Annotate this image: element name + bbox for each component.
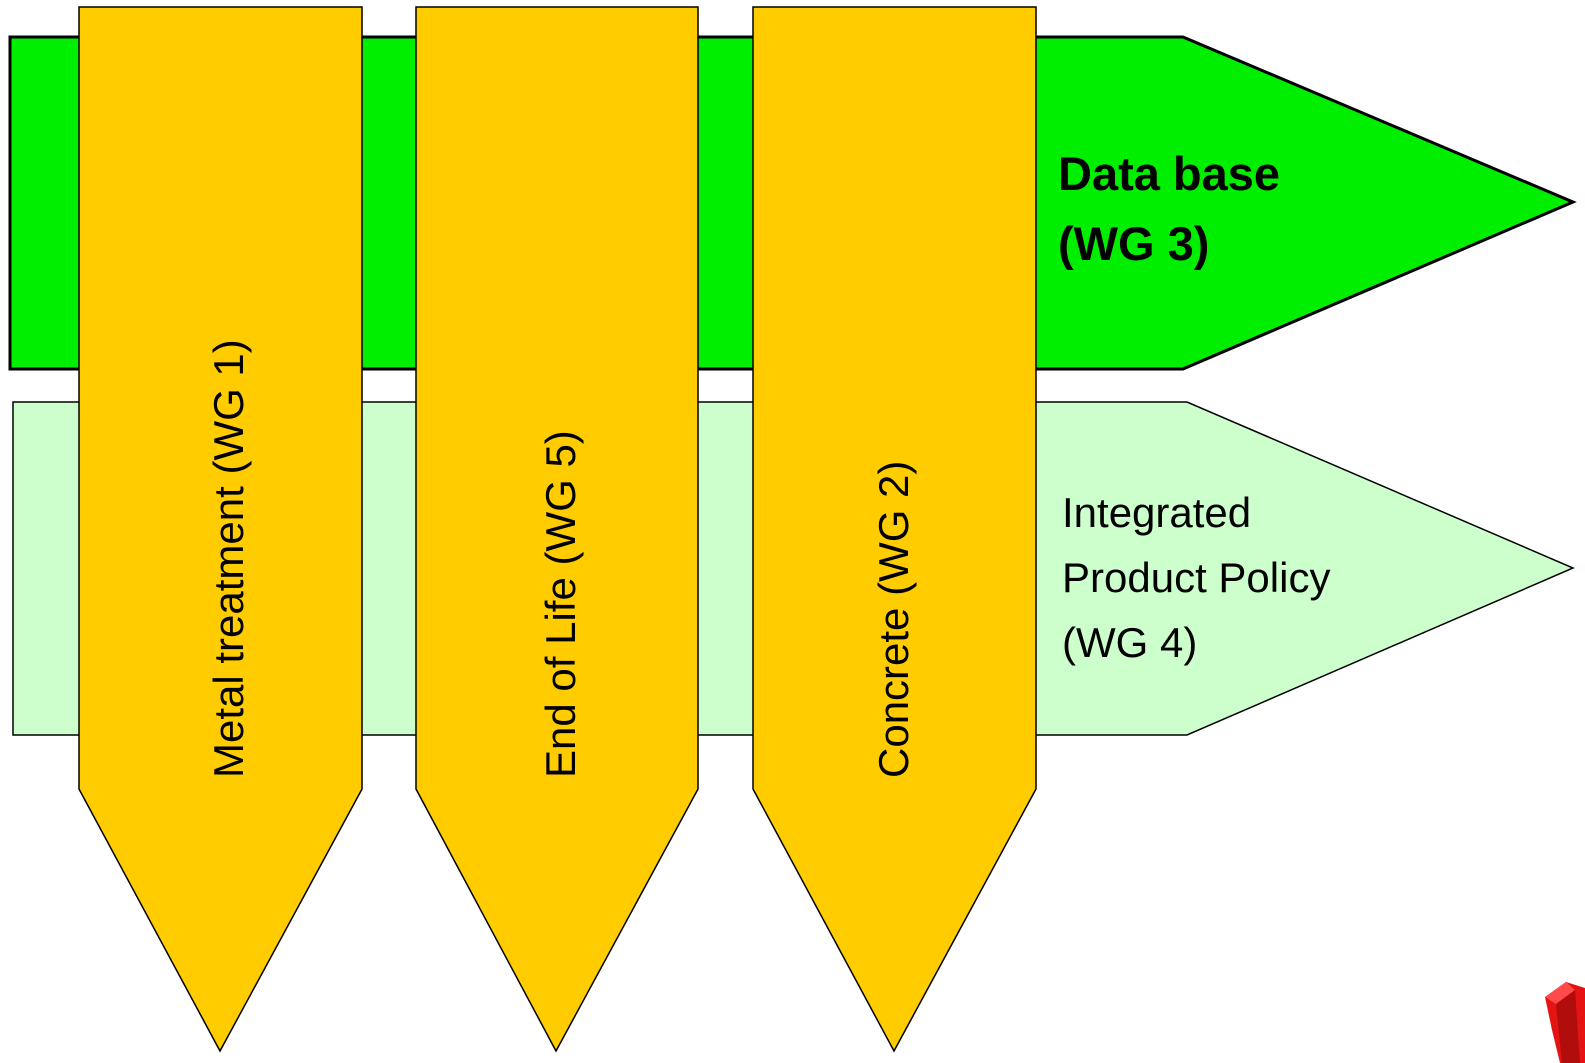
concrete-arrow-shape xyxy=(752,6,1037,1053)
end-of-life-arrow: End of Life (WG 5) xyxy=(415,6,699,1053)
end-of-life-label: End of Life (WG 5) xyxy=(537,430,584,778)
end-of-life-arrow-shape xyxy=(415,6,699,1053)
metal-treatment-label: Metal treatment (WG 1) xyxy=(205,339,252,778)
metal-treatment-arrow: Metal treatment (WG 1) xyxy=(78,6,363,1053)
data-base-label-line2: (WG 3) xyxy=(1058,217,1209,270)
metal-treatment-arrow-shape xyxy=(78,6,363,1053)
concrete-label: Concrete (WG 2) xyxy=(870,461,917,778)
ipp-label-line1: Integrated xyxy=(1062,489,1251,536)
concrete-arrow: Concrete (WG 2) xyxy=(752,6,1037,1053)
red-cube-logo-icon xyxy=(1545,982,1585,1063)
ipp-label-line2: Product Policy xyxy=(1062,554,1330,601)
data-base-label-line1: Data base xyxy=(1058,147,1280,200)
ipp-label-line3: (WG 4) xyxy=(1062,619,1197,666)
